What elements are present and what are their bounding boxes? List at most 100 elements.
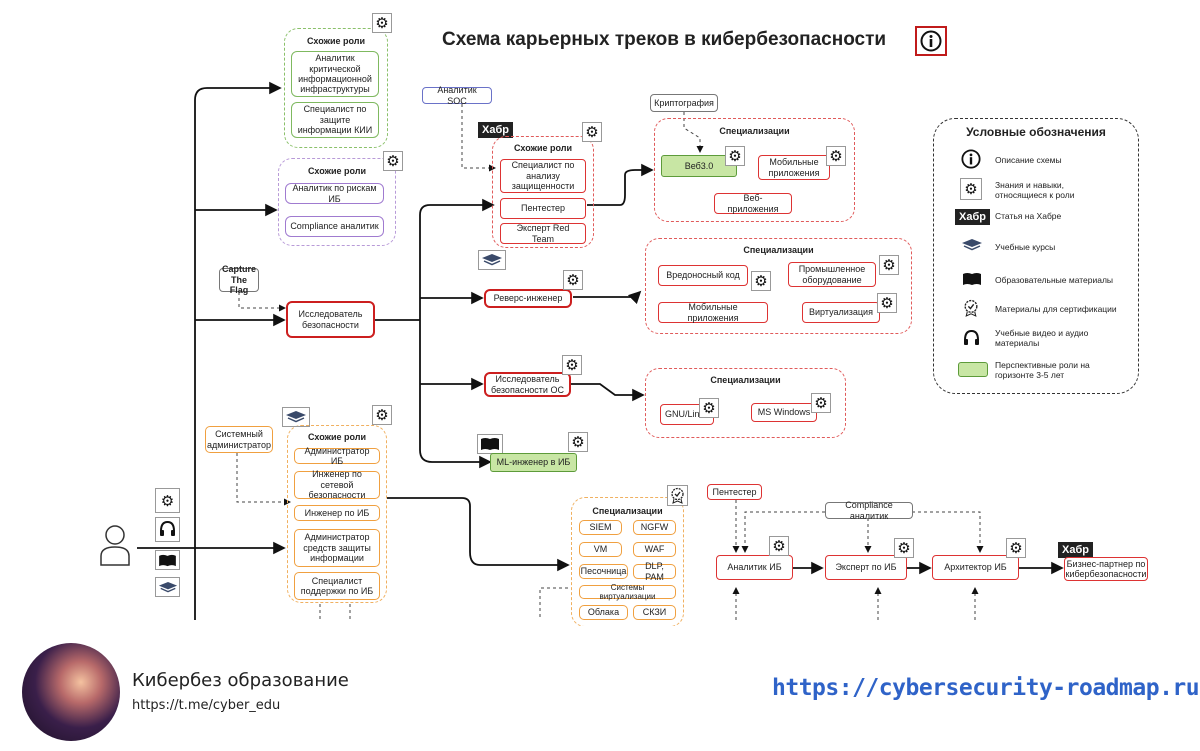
legend-item-courses: Учебные курсы bbox=[995, 242, 1056, 252]
gear-icon[interactable]: ⚙ bbox=[769, 536, 789, 556]
role-kii-analyst[interactable]: Аналитик критической информационной инфр… bbox=[291, 51, 379, 97]
spec-mobile-apps-2[interactable]: Мобильные приложения bbox=[658, 302, 768, 323]
page-title: Схема карьерных треков в кибербезопаснос… bbox=[442, 29, 887, 50]
group-title: Схожие роли bbox=[307, 432, 367, 442]
book-icon[interactable] bbox=[155, 550, 180, 570]
gear-icon[interactable]: ⚙ bbox=[582, 122, 602, 142]
info-icon[interactable] bbox=[915, 26, 947, 56]
legend-item-perspective: Перспективные роли на горизонте 3-5 лет bbox=[995, 360, 1090, 381]
gear-icon[interactable]: ⚙ bbox=[568, 432, 588, 452]
gear-icon[interactable]: ⚙ bbox=[894, 538, 914, 558]
spec-siem[interactable]: SIEM bbox=[579, 520, 622, 535]
role-support-specialist[interactable]: Специалист поддержки по ИБ bbox=[294, 572, 380, 600]
group-title: Специализации bbox=[719, 126, 790, 136]
brand-name: Кибербез образование bbox=[132, 670, 349, 691]
group-title: Схожие роли bbox=[307, 166, 367, 176]
gear-icon[interactable]: ⚙ bbox=[372, 405, 392, 425]
role-protection-tools-admin[interactable]: Администратор средств защиты информации bbox=[294, 529, 380, 567]
specializations-reverse: Специализации bbox=[645, 238, 912, 334]
role-risk-analyst[interactable]: Аналитик по рискам ИБ bbox=[285, 183, 384, 204]
gear-icon[interactable]: ⚙ bbox=[563, 270, 583, 290]
ml-engineer[interactable]: ML-инженер в ИБ bbox=[490, 453, 577, 472]
gear-icon[interactable]: ⚙ bbox=[155, 488, 180, 513]
cryptography-node[interactable]: Криптография bbox=[650, 94, 718, 112]
reverse-engineer[interactable]: Реверс-инженер bbox=[484, 289, 572, 308]
security-business-partner[interactable]: Бизнес-партнер по кибербезопасности bbox=[1064, 557, 1148, 581]
soc-analyst[interactable]: Аналитик SOC bbox=[422, 85, 492, 106]
info-icon bbox=[960, 148, 982, 170]
role-compliance-analyst[interactable]: Compliance аналитик bbox=[285, 216, 384, 237]
spec-web-apps[interactable]: Веб-приложения bbox=[714, 193, 792, 214]
gear-icon[interactable]: ⚙ bbox=[562, 355, 582, 375]
course-stack-icon bbox=[960, 236, 984, 254]
similar-roles-group-risk: Схожие роли bbox=[278, 158, 396, 246]
course-stack-icon[interactable] bbox=[282, 407, 310, 427]
spec-malware[interactable]: Вредоносный код bbox=[658, 265, 748, 286]
book-icon[interactable] bbox=[477, 434, 503, 454]
legend-item-video: Учебные видео и аудио материалы bbox=[995, 328, 1089, 349]
gear-icon[interactable]: ⚙ bbox=[877, 293, 897, 313]
gear-icon[interactable]: ⚙ bbox=[699, 398, 719, 418]
security-analyst[interactable]: Аналитик ИБ bbox=[716, 555, 793, 580]
role-kii-specialist[interactable]: Специалист по защите информации КИИ bbox=[291, 102, 379, 138]
specializations-os: Специализации bbox=[645, 368, 846, 438]
gear-icon[interactable]: ⚙ bbox=[879, 255, 899, 275]
legend-green-swatch bbox=[958, 362, 988, 377]
headphones-icon bbox=[960, 327, 982, 349]
course-stack-icon[interactable] bbox=[155, 577, 180, 597]
spec-skzi[interactable]: СКЗИ bbox=[633, 605, 676, 620]
group-title: Специализации bbox=[592, 506, 663, 516]
role-security-assessment[interactable]: Специалист по анализу защищенности bbox=[500, 159, 586, 193]
gear-icon[interactable]: ⚙ bbox=[1006, 538, 1026, 558]
headphones-icon[interactable] bbox=[155, 517, 180, 542]
spec-dlp-pam[interactable]: DLP, PAM bbox=[633, 561, 676, 582]
ctf-node[interactable]: Capture The Flag bbox=[219, 264, 259, 295]
spec-web3[interactable]: Веб3.0 bbox=[661, 155, 737, 177]
gear-icon[interactable]: ⚙ bbox=[826, 146, 846, 166]
gear-icon[interactable]: ⚙ bbox=[811, 393, 831, 413]
compliance-node[interactable]: Compliance аналитик bbox=[825, 500, 913, 521]
spec-sandbox[interactable]: Песочница bbox=[579, 564, 628, 579]
security-expert[interactable]: Эксперт по ИБ bbox=[825, 555, 907, 580]
channel-avatar bbox=[22, 643, 120, 741]
certificate-icon[interactable] bbox=[667, 485, 688, 506]
habr-icon[interactable]: Хабр bbox=[478, 122, 513, 138]
sysadmin-node[interactable]: Системный администратор bbox=[205, 426, 273, 453]
gear-icon[interactable]: ⚙ bbox=[751, 271, 771, 291]
gear-icon[interactable]: ⚙ bbox=[383, 151, 403, 171]
site-link[interactable]: https://cybersecurity-roadmap.ru bbox=[772, 675, 1200, 701]
course-stack-icon[interactable] bbox=[478, 250, 506, 270]
gear-icon[interactable]: ⚙ bbox=[725, 146, 745, 166]
spec-ms-windows[interactable]: MS Windows bbox=[751, 403, 817, 422]
gear-icon: ⚙ bbox=[960, 178, 982, 200]
footer bbox=[0, 626, 1200, 751]
group-title: Специализации bbox=[743, 245, 814, 255]
security-architect[interactable]: Архитектор ИБ bbox=[932, 555, 1019, 580]
channel-link[interactable]: https://t.me/cyber_edu bbox=[132, 698, 281, 713]
spec-ngfw[interactable]: NGFW bbox=[633, 520, 676, 535]
gear-icon[interactable]: ⚙ bbox=[372, 13, 392, 33]
book-icon bbox=[960, 270, 984, 288]
habr-icon: Хабр bbox=[955, 209, 990, 225]
spec-virtualization-systems[interactable]: Системы виртуализации bbox=[579, 583, 676, 601]
user-icon[interactable] bbox=[98, 522, 132, 568]
role-security-engineer[interactable]: Инженер по ИБ bbox=[294, 505, 380, 521]
pentester-node[interactable]: Пентестер bbox=[707, 484, 762, 500]
role-pentester[interactable]: Пентестер bbox=[500, 198, 586, 219]
group-title: Схожие роли bbox=[513, 143, 573, 153]
spec-industrial[interactable]: Промышленное оборудование bbox=[788, 262, 876, 287]
spec-virtualization[interactable]: Виртуализация bbox=[802, 302, 880, 323]
spec-clouds[interactable]: Облака bbox=[579, 605, 628, 620]
spec-waf[interactable]: WAF bbox=[633, 542, 676, 557]
spec-mobile-apps[interactable]: Мобильные приложения bbox=[758, 155, 830, 180]
group-title: Специализации bbox=[710, 375, 781, 385]
role-network-security-engineer[interactable]: Инженер по сетевой безопасности bbox=[294, 469, 380, 500]
os-security-researcher[interactable]: Исследователь безопасности ОС bbox=[484, 372, 571, 397]
spec-vm[interactable]: VM bbox=[579, 542, 622, 557]
habr-icon[interactable]: Хабр bbox=[1058, 542, 1093, 558]
security-researcher[interactable]: Исследователь безопасности bbox=[286, 301, 375, 338]
certificate-icon bbox=[960, 297, 982, 319]
role-security-admin[interactable]: Администратор ИБ bbox=[294, 446, 380, 466]
role-red-team[interactable]: Эксперт Red Team bbox=[500, 223, 586, 244]
